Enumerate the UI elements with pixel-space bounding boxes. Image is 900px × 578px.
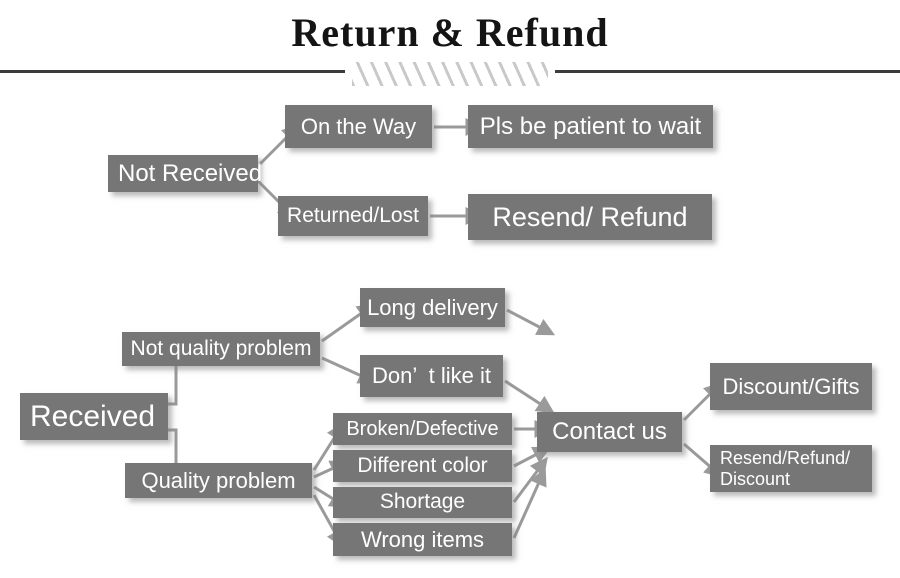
node-broken-defective[interactable]: Broken/Defective	[333, 413, 512, 445]
edge-longdelivery-contact	[506, 308, 556, 336]
node-on-the-way[interactable]: On the Way	[285, 105, 432, 148]
edge-wrongitems-contact	[512, 467, 547, 539]
edge-differentcolor-contact	[513, 446, 552, 468]
node-discount-gifts[interactable]: Discount/Gifts	[710, 363, 872, 410]
node-not-received[interactable]: Not Received	[108, 155, 262, 192]
node-different-color[interactable]: Different color	[333, 450, 512, 482]
node-resend-refund-discount[interactable]: Resend/Refund/ Discount	[710, 445, 872, 492]
node-not-quality-problem[interactable]: Not quality problem	[122, 332, 320, 366]
page-title: Return & Refund	[291, 10, 609, 55]
edge-dontlike-contact	[504, 379, 555, 414]
divider-rule-left	[0, 70, 345, 73]
diagonal-hatch-icon	[352, 62, 548, 86]
node-long-delivery[interactable]: Long delivery	[360, 288, 505, 327]
node-contact-us[interactable]: Contact us	[537, 412, 682, 452]
node-returned-lost[interactable]: Returned/Lost	[278, 196, 428, 236]
title-divider	[0, 62, 900, 86]
node-wrong-items[interactable]: Wrong items	[333, 523, 512, 556]
node-shortage[interactable]: Shortage	[333, 487, 512, 518]
node-resend-refund[interactable]: Resend/ Refund	[468, 194, 712, 240]
divider-rule-right	[555, 70, 900, 73]
edge-shortage-contact	[512, 456, 548, 503]
node-received[interactable]: Received	[20, 393, 168, 440]
node-quality-problem[interactable]: Quality problem	[125, 463, 312, 498]
node-pls-be-patient-to-wait[interactable]: Pls be patient to wait	[468, 105, 713, 148]
node-dont-like-it[interactable]: Don’ t like it	[360, 355, 503, 397]
